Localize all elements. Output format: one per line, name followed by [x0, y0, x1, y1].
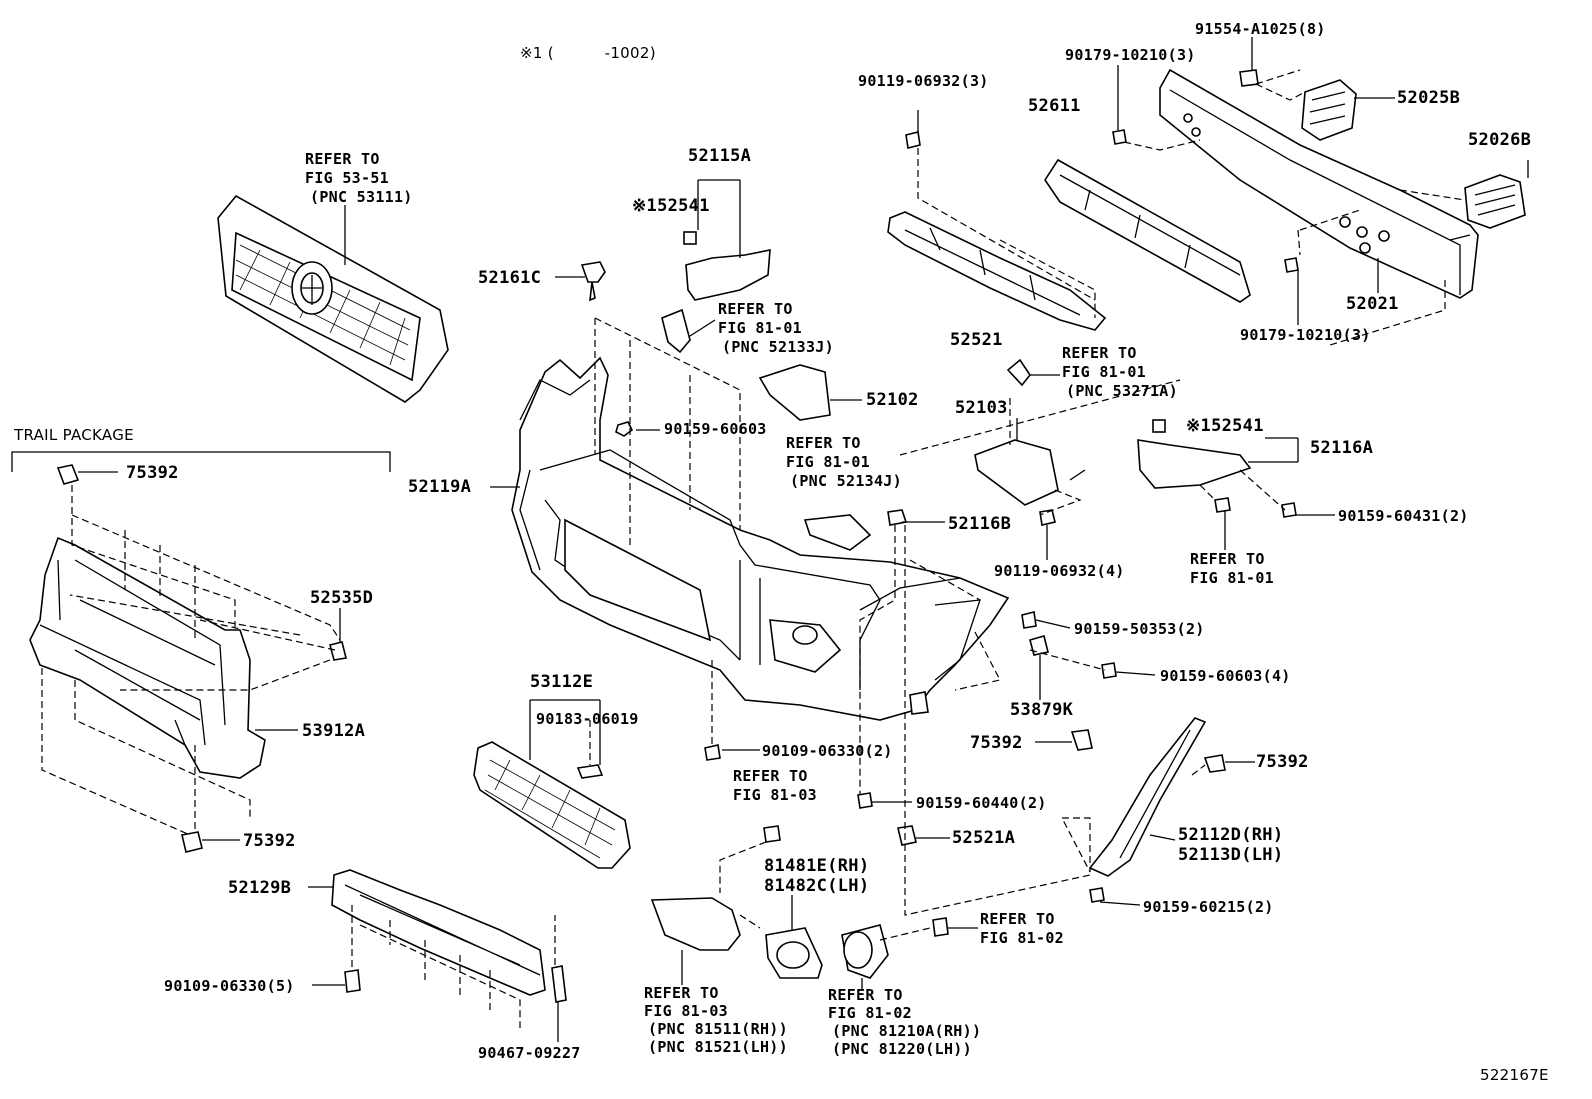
trail-package-bumper [29, 536, 266, 779]
label-52116A: 52116A [1310, 438, 1374, 458]
refer-52133J-line3: (PNC 52133J) [722, 338, 834, 356]
refer-52133J-line2: FIG 81-01 [718, 319, 802, 337]
bumper-molding-side [1088, 717, 1207, 877]
refer-grille-line2: FIG 53-51 [305, 169, 389, 187]
label-81482C: 81482C(LH) [764, 876, 870, 896]
label-90159-50353-2: 90159-50353(2) [1074, 620, 1205, 638]
label-53112E: 53112E [530, 672, 594, 692]
refer-53271A-line3: (PNC 53271A) [1066, 382, 1178, 400]
label-52115A: 52115A [688, 146, 752, 166]
fasteners [56, 69, 1299, 1003]
under-cover [331, 869, 546, 996]
label-75392-right: 75392 [1256, 752, 1309, 772]
refer-8102-bottom-line3: (PNC 81210A(RH)) [832, 1022, 982, 1040]
label-75392-mid: 75392 [970, 733, 1023, 753]
label-91554-A1025-8: 91554-A1025(8) [1195, 20, 1326, 38]
label-152541-right: ※152541 [1186, 416, 1264, 436]
label-90467-09227: 90467-09227 [478, 1044, 581, 1062]
leader-lines [11, 37, 1529, 1042]
refer-52134J-line3: (PNC 52134J) [790, 472, 902, 490]
refer-8103-top-line2: FIG 81-03 [733, 786, 817, 804]
label-90159-60440-2: 90159-60440(2) [916, 794, 1047, 812]
refer-8103-bottom-line2: FIG 81-03 [644, 1002, 728, 1020]
label-53912A: 53912A [302, 721, 366, 741]
refer-52134J-line2: FIG 81-01 [786, 453, 870, 471]
refer-8102-bottom-line2: FIG 81-02 [828, 1004, 912, 1022]
refer-53271A-line1: REFER TO [1062, 344, 1137, 362]
label-90183-06019: 90183-06019 [536, 710, 639, 728]
bumper-arm-brackets [1301, 79, 1526, 229]
refer-52134J-line1: REFER TO [786, 434, 861, 452]
refer-53271A-line2: FIG 81-01 [1062, 363, 1146, 381]
label-52521: 52521 [950, 330, 1003, 350]
refer-8103-bottom-line1: REFER TO [644, 984, 719, 1002]
label-90109-06330-5: 90109-06330(5) [164, 977, 295, 995]
trail-package-label: TRAIL PACKAGE [14, 426, 134, 444]
label-52129B: 52129B [228, 878, 292, 898]
refer-8102-bottom-line4: (PNC 81220(LH)) [832, 1040, 972, 1058]
refer-8102-bottom-line1: REFER TO [828, 986, 903, 1004]
label-52116B: 52116B [948, 514, 1012, 534]
label-53879K: 53879K [1010, 700, 1074, 720]
label-52102: 52102 [866, 390, 919, 410]
front-bumper-cover [511, 356, 1010, 721]
label-52161C: 52161C [478, 268, 542, 288]
refer-8102-right-line1: REFER TO [980, 910, 1055, 928]
refer-8101-right-line2: FIG 81-01 [1190, 569, 1274, 587]
refer-8103-top-line1: REFER TO [733, 767, 808, 785]
refer-8103-bottom-line4: (PNC 81521(LH)) [648, 1038, 788, 1056]
header-note: ※1 ( -1002) [520, 44, 656, 62]
label-75392-bottom: 75392 [243, 831, 296, 851]
refer-52133J-line1: REFER TO [718, 300, 793, 318]
refer-8102-right-line2: FIG 81-02 [980, 929, 1064, 947]
label-52025B: 52025B [1397, 88, 1461, 108]
label-52535D: 52535D [310, 588, 374, 608]
energy-absorber [1044, 158, 1251, 303]
label-52521A: 52521A [952, 828, 1016, 848]
refer-grille-line3: (PNC 53111) [310, 188, 413, 206]
lower-grille [473, 741, 631, 869]
label-52119A: 52119A [408, 477, 472, 497]
label-90119-06932-3: 90119-06932(3) [858, 72, 989, 90]
label-90179-10210-3-bot: 90179-10210(3) [1240, 326, 1371, 344]
refer-8103-bottom-line3: (PNC 81511(RH)) [648, 1020, 788, 1038]
label-90159-60431-2: 90159-60431(2) [1338, 507, 1469, 525]
label-75392-top: 75392 [126, 463, 179, 483]
label-52026B: 52026B [1468, 130, 1532, 150]
side-brackets [661, 231, 1252, 551]
label-90159-60603: 90159-60603 [664, 420, 767, 438]
radiator-grille [217, 194, 449, 403]
bumper-reinforcement [1159, 68, 1479, 299]
label-90109-06330-2: 90109-06330(2) [762, 742, 893, 760]
label-90159-60215-2: 90159-60215(2) [1143, 898, 1274, 916]
label-52021: 52021 [1346, 294, 1399, 314]
label-52112D: 52112D(RH) [1178, 825, 1284, 845]
label-52611: 52611 [1028, 96, 1081, 116]
catalog-number: 522167E [1480, 1066, 1549, 1084]
label-52113D: 52113D(LH) [1178, 845, 1284, 865]
label-90159-60603-4: 90159-60603(4) [1160, 667, 1291, 685]
label-81481E: 81481E(RH) [764, 856, 870, 876]
fog-lamp-area [650, 897, 889, 979]
label-52103: 52103 [955, 398, 1008, 418]
refer-8101-right-line1: REFER TO [1190, 550, 1265, 568]
bumper-retainer [887, 211, 1107, 331]
refer-grille-line1: REFER TO [305, 150, 380, 168]
label-90119-06932-4: 90119-06932(4) [994, 562, 1125, 580]
label-152541-left: ※152541 [632, 196, 710, 216]
label-90179-10210-3-top: 90179-10210(3) [1065, 46, 1196, 64]
